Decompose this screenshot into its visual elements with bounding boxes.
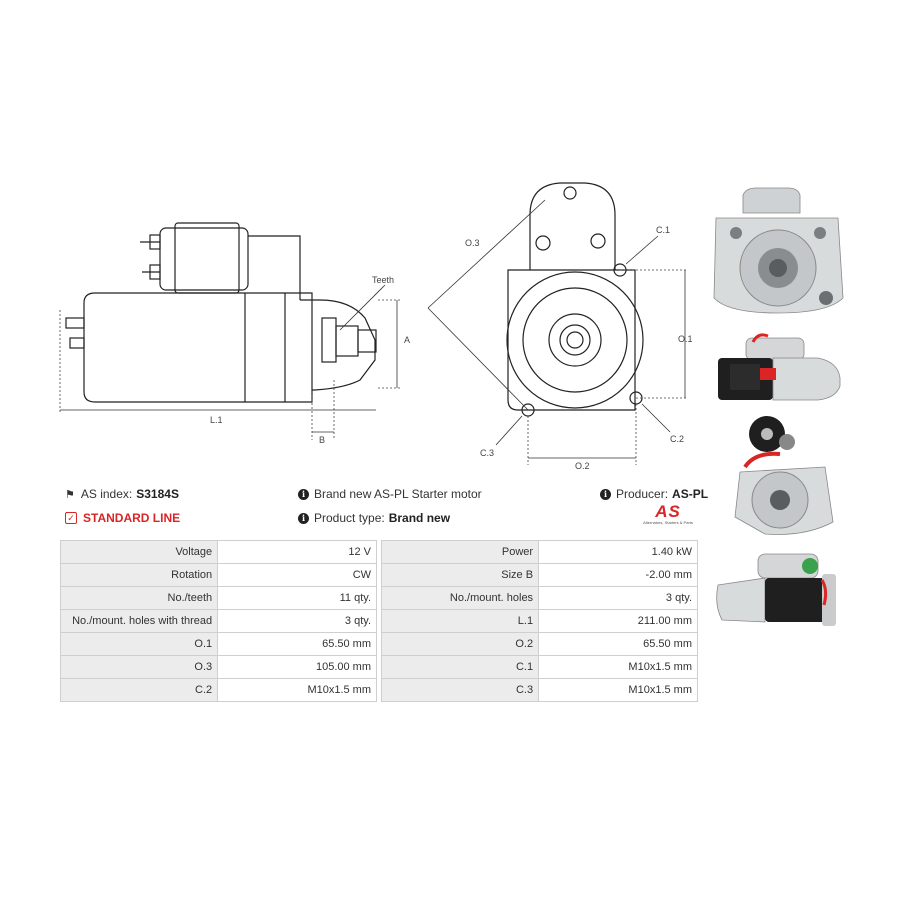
spec-value: M10x1.5 mm	[217, 678, 378, 702]
spec-label: No./mount. holes with thread	[59, 609, 219, 633]
dim-c2-label: C.2	[670, 434, 684, 444]
spec-value: M10x1.5 mm	[538, 678, 698, 702]
product-type-value: Brand new	[388, 511, 451, 525]
spec-label: L.1	[380, 609, 540, 633]
dim-o1-label: O.1	[678, 334, 693, 344]
spec-value: 65.50 mm	[538, 632, 698, 656]
standard-line: ✓ STANDARD LINE	[65, 511, 180, 525]
spec-label: Size B	[380, 563, 540, 587]
checkbox-icon: ✓	[65, 512, 77, 524]
product-photo-angle	[716, 553, 836, 626]
standard-line-label: STANDARD LINE	[83, 511, 181, 525]
teeth-label: Teeth	[372, 275, 394, 285]
spec-value: 105.00 mm	[217, 655, 378, 679]
info-icon: i	[298, 512, 309, 524]
spec-value: 3 qty.	[538, 586, 698, 610]
spec-label: Power	[380, 540, 540, 564]
spec-label: C.3	[380, 678, 540, 702]
spec-value: 12 V	[217, 540, 378, 564]
spec-value: 3 qty.	[217, 609, 378, 633]
as-logo-tagline: Alternators, Starters & Parts	[643, 520, 693, 525]
spec-label: C.1	[380, 655, 540, 679]
flange-outline	[507, 269, 636, 411]
as-index-value: S3184S	[136, 487, 179, 501]
dim-c3-label: C.3	[480, 448, 494, 458]
spec-label: O.3	[59, 655, 219, 679]
producer-label: Producer:	[616, 487, 669, 501]
dim-a-label: A	[404, 335, 410, 345]
as-logo: AS Alternators, Starters & Parts	[636, 503, 700, 526]
dim-l1-label: L.1	[210, 415, 223, 425]
product-description: i Brand new AS-PL Starter motor	[298, 487, 482, 501]
spec-value: 11 qty.	[217, 586, 378, 610]
dim-o2-label: O.2	[575, 461, 590, 470]
dim-b-label: B	[319, 435, 325, 445]
product-type-label: Product type:	[314, 511, 385, 525]
spec-value: M10x1.5 mm	[538, 655, 698, 679]
spec-label: No./mount. holes	[380, 586, 540, 610]
producer: i Producer: AS-PL	[600, 487, 708, 501]
producer-value: AS-PL	[672, 487, 709, 501]
spec-label: Rotation	[59, 563, 219, 587]
spec-label: Voltage	[59, 540, 219, 564]
as-index-label: AS index:	[80, 487, 133, 501]
spec-value: -2.00 mm	[538, 563, 698, 587]
spec-value: 1.40 kW	[538, 540, 698, 564]
dim-c1-label: C.1	[656, 225, 670, 235]
spec-value: 211.00 mm	[538, 609, 698, 633]
spec-value: 65.50 mm	[217, 632, 378, 656]
technical-drawing: Teeth A L.1 B O.3 C.1 O.1	[59, 182, 693, 470]
dim-o3-label: O.3	[465, 238, 480, 248]
motor-body-outline	[83, 292, 313, 403]
spec-value: CW	[217, 563, 378, 587]
product-photo-side	[718, 333, 841, 401]
info-icon: i	[298, 488, 309, 500]
as-index: ⚑ AS index: S3184S	[65, 487, 179, 501]
spec-label: O.2	[380, 632, 540, 656]
as-logo-text: AS	[655, 502, 681, 521]
product-photo-front	[713, 187, 844, 314]
tag-icon: ⚑	[65, 488, 75, 501]
spec-label: No./teeth	[59, 586, 219, 610]
product-photo-rear	[734, 416, 834, 535]
product-type: i Product type: Brand new	[298, 511, 450, 525]
description-text: Brand new AS-PL Starter motor	[314, 487, 482, 501]
spec-label: C.2	[59, 678, 219, 702]
info-icon: i	[600, 488, 611, 500]
solenoid-outline	[159, 227, 249, 291]
spec-label: O.1	[59, 632, 219, 656]
